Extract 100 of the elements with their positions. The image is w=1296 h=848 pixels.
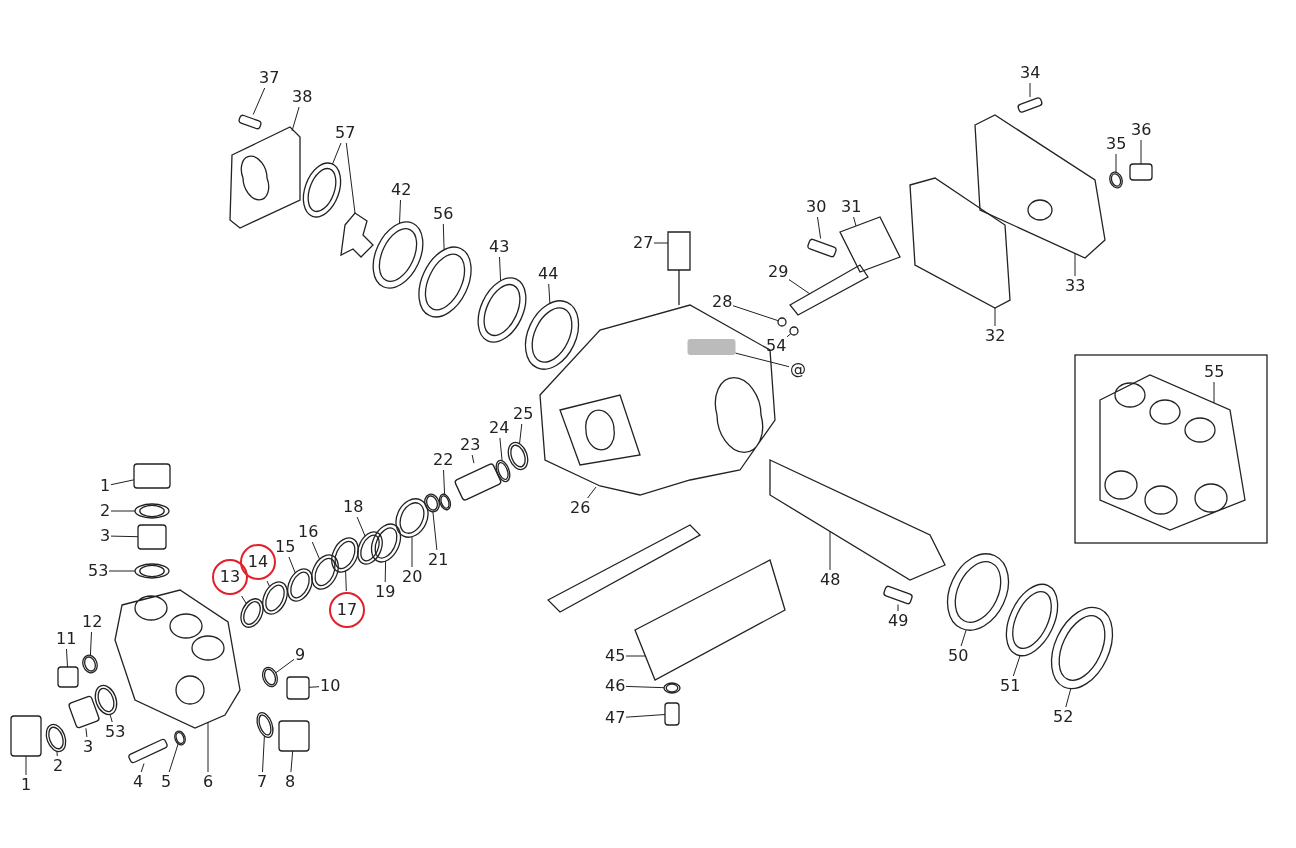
callout-number: 20 — [402, 568, 423, 586]
leader-line — [519, 423, 523, 445]
circlip — [1005, 583, 1059, 657]
leader-line — [262, 735, 265, 773]
leader-line — [288, 556, 296, 574]
leader-line — [735, 352, 790, 368]
callout-number: 47 — [605, 709, 626, 727]
callout-number: 43 — [489, 238, 510, 256]
o-ring — [357, 531, 383, 565]
leader-line — [207, 721, 209, 773]
gasket — [909, 177, 1011, 309]
washer — [789, 326, 799, 336]
callout-number: 31 — [841, 198, 862, 216]
leader-line — [1140, 139, 1142, 165]
callout-number: @ — [790, 360, 806, 378]
callout-number: 14 — [240, 544, 276, 580]
leader-line — [85, 727, 88, 738]
leader-line — [266, 580, 271, 588]
callout-number: 30 — [806, 198, 827, 216]
oil-seal — [1050, 606, 1114, 690]
plug — [133, 463, 171, 489]
leader-line — [960, 629, 967, 647]
callout-number: 13 — [212, 559, 248, 595]
seal-ring — [331, 537, 359, 573]
o-ring — [438, 493, 452, 511]
oil-gauge — [667, 231, 691, 306]
leader-line — [1065, 688, 1072, 708]
leader-line — [110, 510, 136, 512]
leader-line — [732, 305, 779, 322]
callout-number: 55 — [1204, 363, 1225, 381]
plug — [10, 715, 42, 757]
leader-line — [653, 242, 669, 244]
callout-number: 44 — [538, 265, 559, 283]
callout-number: 52 — [1053, 708, 1074, 726]
callout-number: 53 — [88, 562, 109, 580]
callout-number: 3 — [100, 527, 111, 545]
leader-line — [384, 560, 387, 583]
o-ring — [94, 684, 118, 716]
callout-number: 24 — [489, 419, 510, 437]
screw — [664, 702, 680, 726]
circlip — [477, 277, 527, 343]
callout-number: 3 — [83, 738, 94, 756]
check-valve — [137, 524, 167, 550]
callout-number: 35 — [1106, 135, 1127, 153]
leader-line — [1213, 381, 1215, 404]
leader-line — [994, 307, 996, 327]
callout-number: 7 — [257, 773, 268, 791]
leader-line — [108, 570, 136, 572]
callout-number: 18 — [343, 498, 364, 516]
leader-line — [56, 750, 58, 757]
callout-number: 25 — [513, 405, 534, 423]
callout-number: 33 — [1065, 277, 1086, 295]
callout-number: 36 — [1131, 121, 1152, 139]
leader-line — [829, 530, 831, 571]
leader-line — [356, 516, 366, 537]
callout-number: 51 — [1000, 677, 1021, 695]
callout-number: 10 — [320, 677, 341, 695]
leader-line — [308, 686, 320, 688]
mounting-bracket — [546, 524, 702, 613]
washer — [1109, 171, 1123, 189]
leader-line — [817, 216, 822, 239]
seal-ring — [262, 581, 288, 615]
o-ring — [418, 246, 472, 318]
leader-line — [311, 541, 321, 560]
o-ring — [261, 666, 279, 688]
leader-line — [110, 479, 135, 486]
washer — [777, 317, 787, 327]
callout-number: 11 — [56, 630, 77, 648]
plug — [286, 676, 310, 700]
ball-bearing — [524, 300, 580, 370]
leader-line — [290, 750, 294, 773]
leader-line — [140, 763, 145, 773]
callout-number: 5 — [161, 773, 172, 791]
leader-line — [252, 87, 266, 115]
callout-number: 49 — [888, 612, 909, 630]
leader-line — [399, 199, 401, 224]
leader-line — [625, 655, 646, 657]
callout-number: 50 — [948, 647, 969, 665]
leader-line — [499, 437, 503, 462]
leader-line — [411, 536, 413, 568]
callout-number: 57 — [335, 124, 356, 142]
callout-number: 42 — [391, 181, 412, 199]
flange-plate — [229, 126, 301, 229]
leader-line — [548, 283, 551, 304]
leader-line — [275, 658, 295, 674]
o-ring — [174, 730, 186, 746]
callout-number: 56 — [433, 205, 454, 223]
leader-line — [291, 106, 300, 132]
callout-number: 1 — [21, 776, 32, 794]
star-washer — [340, 212, 374, 258]
leader-line — [897, 604, 899, 612]
plunger — [453, 462, 503, 502]
plug — [57, 666, 79, 688]
callout-number: 6 — [203, 773, 214, 791]
callout-number: 19 — [375, 583, 396, 601]
o-ring — [134, 563, 170, 579]
leader-line — [1029, 82, 1031, 98]
leader-line — [788, 279, 811, 295]
nut — [424, 493, 440, 513]
o-ring — [134, 503, 170, 519]
